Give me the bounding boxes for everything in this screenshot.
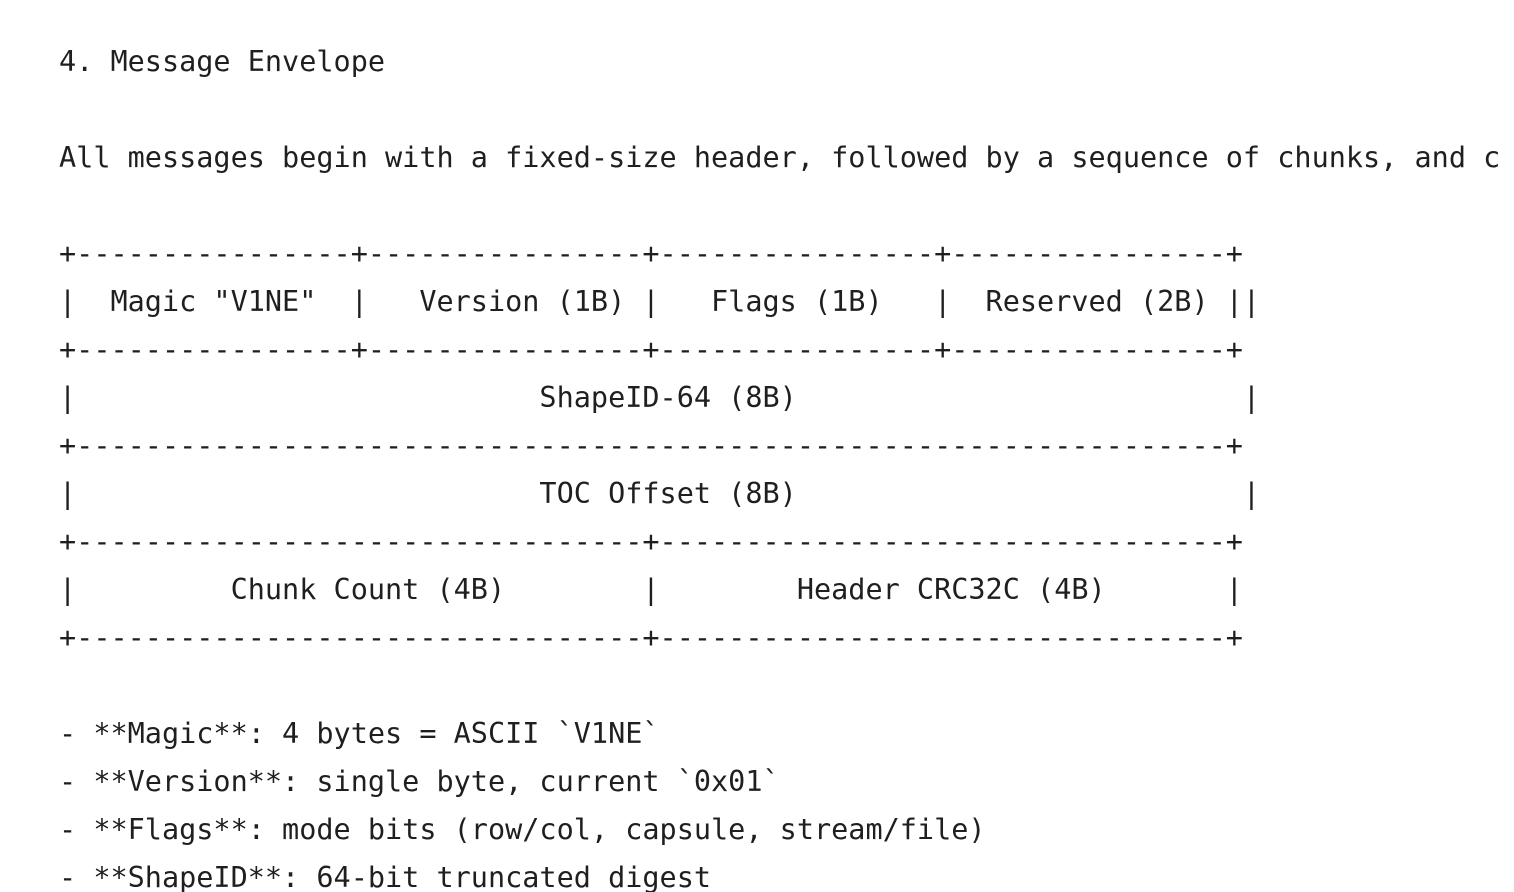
field-item-shapeid: - **ShapeID**: 64-bit truncated digest bbox=[59, 861, 712, 892]
field-item-magic: - **Magic**: 4 bytes = ASCII `V1NE` bbox=[59, 717, 660, 750]
diagram-border-bottom: +---------------------------------+-----… bbox=[59, 621, 1243, 654]
diagram-row-shapeid: | ShapeID-64 (8B) | bbox=[59, 381, 1261, 414]
diagram-border: +----------------+----------------+-----… bbox=[59, 333, 1243, 366]
diagram-row-magic-version-flags-reserved: | Magic "V1NE" | Version (1B) | Flags (1… bbox=[59, 285, 1261, 318]
section-heading: 4. Message Envelope bbox=[59, 45, 386, 78]
field-item-version: - **Version**: single byte, current `0x0… bbox=[59, 765, 780, 798]
field-item-flags: - **Flags**: mode bits (row/col, capsule… bbox=[59, 813, 986, 846]
diagram-row-toc-offset: | TOC Offset (8B) | bbox=[59, 477, 1261, 510]
diagram-row-chunk-count-crc: | Chunk Count (4B) | Header CRC32C (4B) … bbox=[59, 573, 1243, 606]
diagram-border-top: +----------------+----------------+-----… bbox=[59, 237, 1243, 270]
diagram-border: +---------------------------------+-----… bbox=[59, 525, 1243, 558]
diagram-border: +---------------------------------------… bbox=[59, 429, 1243, 462]
intro-paragraph: All messages begin with a fixed-size hea… bbox=[59, 141, 1501, 174]
